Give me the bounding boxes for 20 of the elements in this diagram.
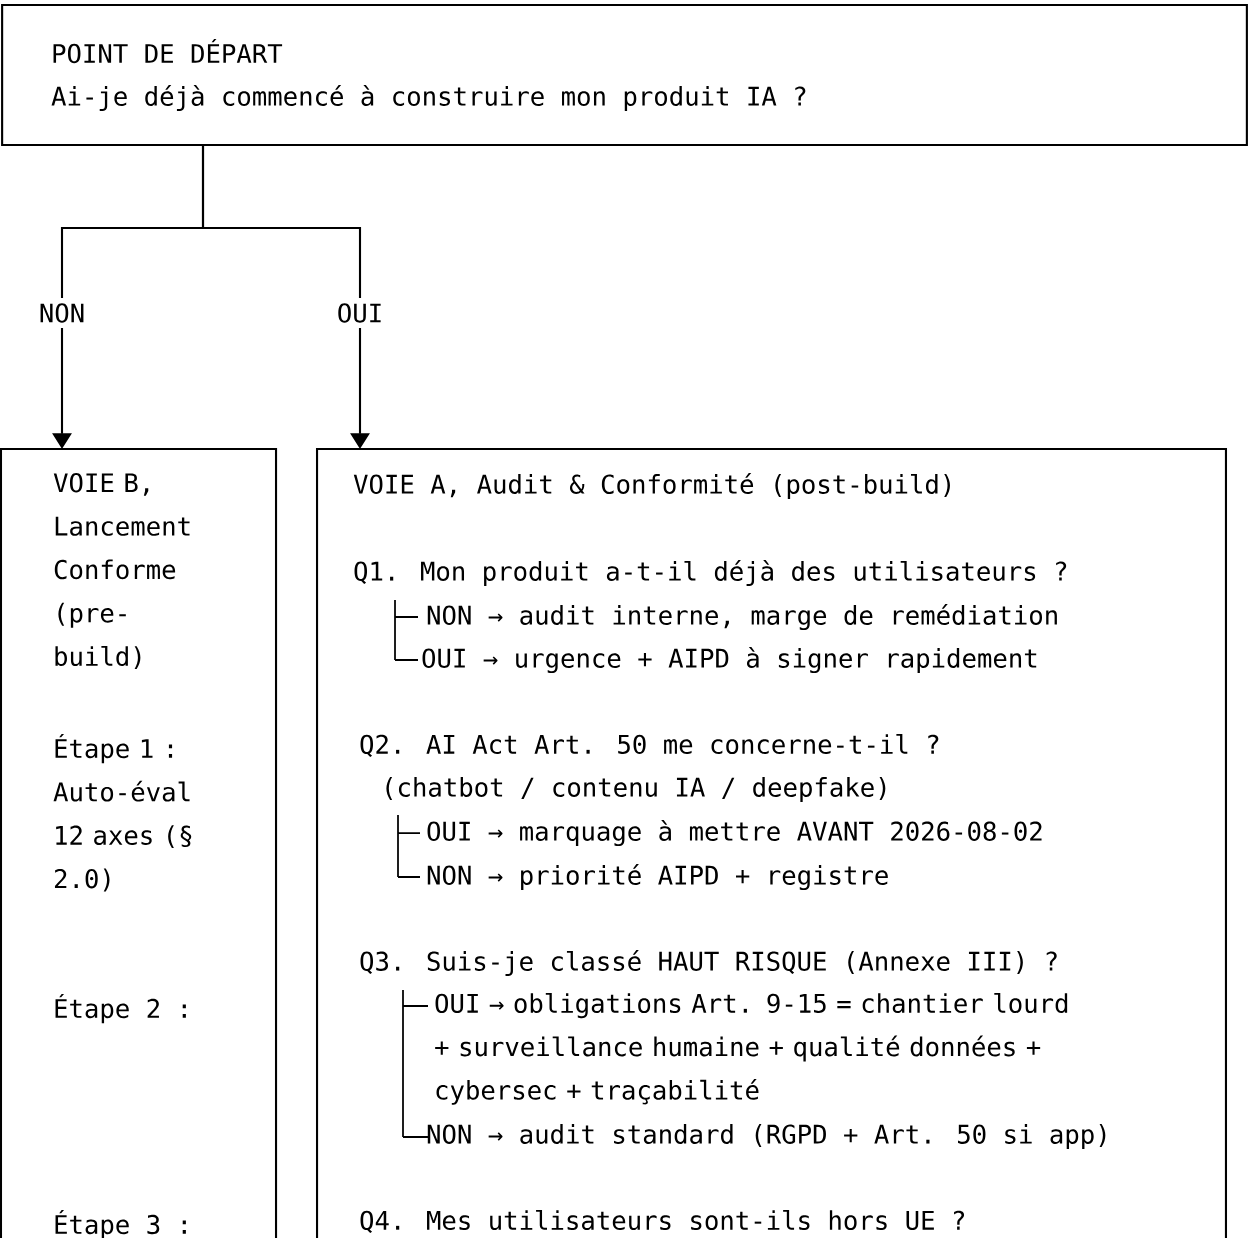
answer-text: OUI → urgence + AIPD à signer rapidement bbox=[422, 647, 1037, 674]
box-heading: VOIE B, Lancement Conforme (pre-build) bbox=[53, 473, 190, 670]
question-text: Q1. Mon produit a-t-il déjà des utilisateurs ? bbox=[354, 560, 1067, 586]
box-title: POINT DE DÉPART bbox=[53, 39, 283, 64]
question-text: Ai-je déjà commencé à construire mon produit IA ? bbox=[51, 85, 806, 111]
question-text: Q3. Suis-je classé HAUT RISQUE (Annexe III) ? bbox=[360, 950, 1057, 976]
question-text: Q4. Mes utilisateurs sont-ils hors UE ? bbox=[360, 1210, 965, 1234]
edge-label: NON bbox=[33, 298, 91, 328]
step-text: Étape 1 : Auto-éval 12 axes (§ 2.0) bbox=[53, 734, 192, 892]
note-text: (chatbot / contenu IA / deepfake) bbox=[386, 777, 886, 802]
answer-text: OUI → marquage à mettre AVANT 2026-08-02 bbox=[427, 820, 1042, 847]
answer-text: NON → audit interne, marge de remédiation bbox=[427, 604, 1057, 631]
answer-text: OUI → obligations Art. 9-15 = chantier lourd + surveillance humaine + qualité données + cybersec + traçabilité bbox=[435, 993, 1068, 1105]
edge-label: OUI bbox=[331, 298, 389, 328]
arrow bbox=[201, 146, 370, 449]
answer-text: NON → priorité AIPD + registre bbox=[427, 864, 888, 891]
box-heading: VOIE A, Audit & Conformité (post-build) bbox=[353, 473, 950, 499]
question-text: Q2. AI Act Art. 50 me concerne-t-il ? bbox=[360, 734, 939, 758]
answer-text: NON → audit standard (RGPD + Art. 50 si app) bbox=[427, 1124, 1106, 1149]
step-text: Étape 2 : bbox=[55, 994, 186, 1024]
